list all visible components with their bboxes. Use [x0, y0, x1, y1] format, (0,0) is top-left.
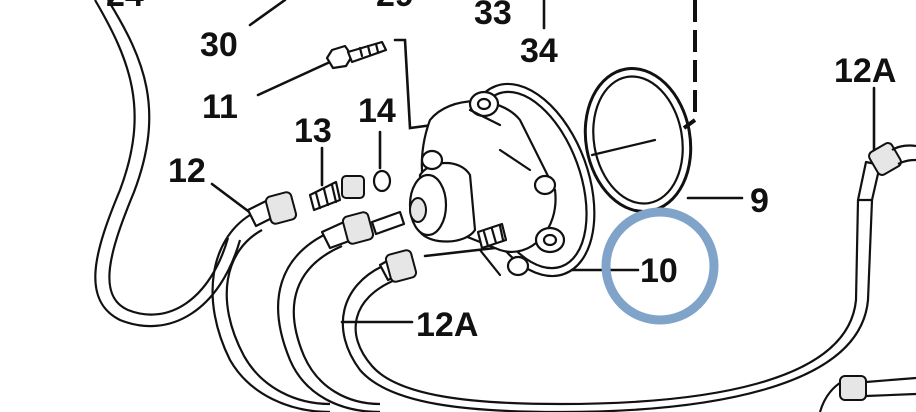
callout-11: 11 — [202, 88, 238, 126]
callout-12: 12 — [168, 152, 206, 190]
fitting-12a-lower — [378, 222, 508, 283]
callout-9: 9 — [750, 182, 769, 220]
bolt-11 — [325, 40, 388, 70]
callout-13: 13 — [294, 112, 332, 150]
callout-33: 33 — [474, 0, 512, 32]
callout-12a-bottom: 12A — [416, 306, 478, 344]
dashed-line — [682, 0, 697, 130]
callout-34: 34 — [520, 32, 558, 70]
o-ring-14 — [372, 169, 392, 193]
housing-10 — [408, 82, 596, 278]
fitting-12 — [246, 191, 298, 228]
callout-29: 29 — [376, 0, 414, 14]
hose-24 — [94, 0, 242, 328]
hose-12a-right — [856, 142, 916, 202]
fitting-bottom-right — [818, 375, 916, 412]
hose-middle — [277, 231, 381, 412]
hose-12 — [211, 214, 331, 412]
callout-30: 30 — [200, 26, 238, 64]
highlight-circle — [601, 207, 719, 325]
callout-12a-top: 12A — [834, 52, 896, 90]
callout-10: 10 — [640, 252, 678, 290]
fitting-13 — [308, 175, 365, 212]
callout-24: 24 — [106, 0, 144, 14]
fitting-middle — [320, 210, 406, 250]
hose-12a-lower — [341, 199, 874, 412]
callout-14: 14 — [358, 92, 396, 130]
